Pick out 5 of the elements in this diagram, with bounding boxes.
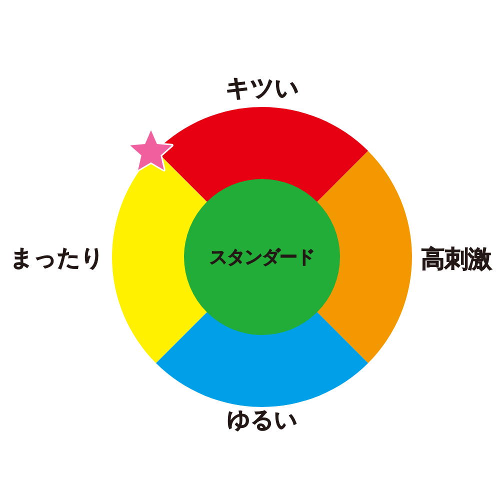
quadrant-label: 高刺激 bbox=[420, 247, 492, 271]
quadrant-label: キツい bbox=[225, 76, 299, 100]
center-label: スタンダード bbox=[210, 249, 314, 267]
quadrant-label: まったり bbox=[10, 248, 104, 270]
quadrant-label: ゆるい bbox=[226, 410, 298, 432]
